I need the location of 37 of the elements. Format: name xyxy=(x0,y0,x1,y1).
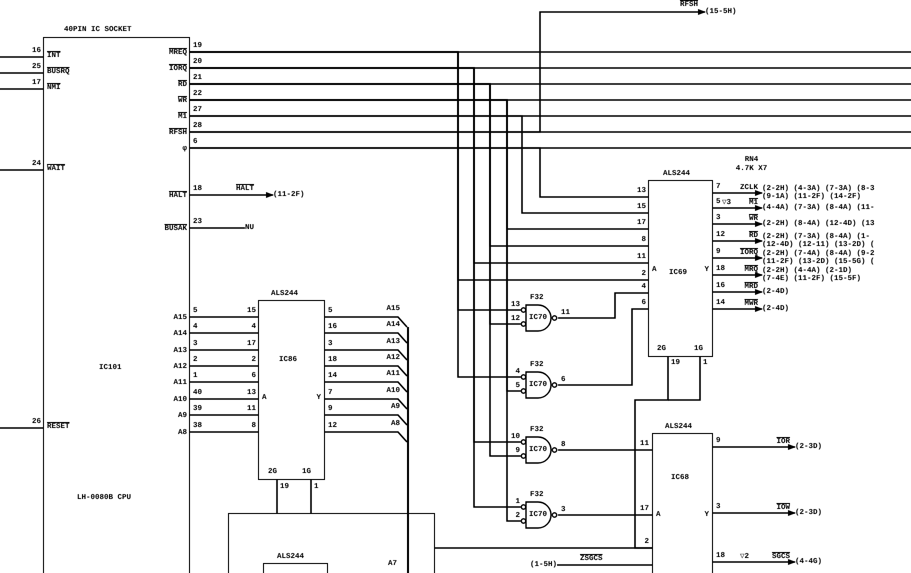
wire xyxy=(190,414,258,416)
signal-arrow xyxy=(713,559,796,565)
signal-arrow xyxy=(713,306,763,312)
wire xyxy=(325,349,408,361)
signal-arrow xyxy=(713,221,763,227)
wire xyxy=(558,514,652,516)
wire xyxy=(190,381,258,383)
wire xyxy=(276,480,278,513)
signal-arrow xyxy=(713,238,763,244)
signal-arrow xyxy=(713,190,763,196)
signal-arrow xyxy=(190,192,274,198)
wire xyxy=(190,316,258,318)
signal-arrow xyxy=(713,289,763,295)
wire xyxy=(310,480,312,513)
wire xyxy=(325,332,408,344)
wire xyxy=(190,398,258,400)
wire xyxy=(325,381,408,393)
signal-arrow xyxy=(713,510,796,516)
wire xyxy=(325,365,408,377)
wire xyxy=(558,308,648,386)
wire xyxy=(190,227,245,229)
wire xyxy=(190,349,258,351)
wire xyxy=(325,398,408,410)
wire xyxy=(558,292,648,319)
wire xyxy=(190,332,258,334)
signal-arrow xyxy=(713,205,763,211)
wire xyxy=(325,414,408,426)
wire xyxy=(557,564,652,566)
wire xyxy=(190,365,258,367)
signal-arrow xyxy=(713,255,763,261)
wire xyxy=(558,449,652,451)
signal-arrow xyxy=(713,272,763,278)
wire xyxy=(325,431,408,443)
wire xyxy=(190,431,258,433)
wire xyxy=(325,316,408,328)
wire xyxy=(634,357,669,549)
signal-arrow xyxy=(713,444,796,450)
